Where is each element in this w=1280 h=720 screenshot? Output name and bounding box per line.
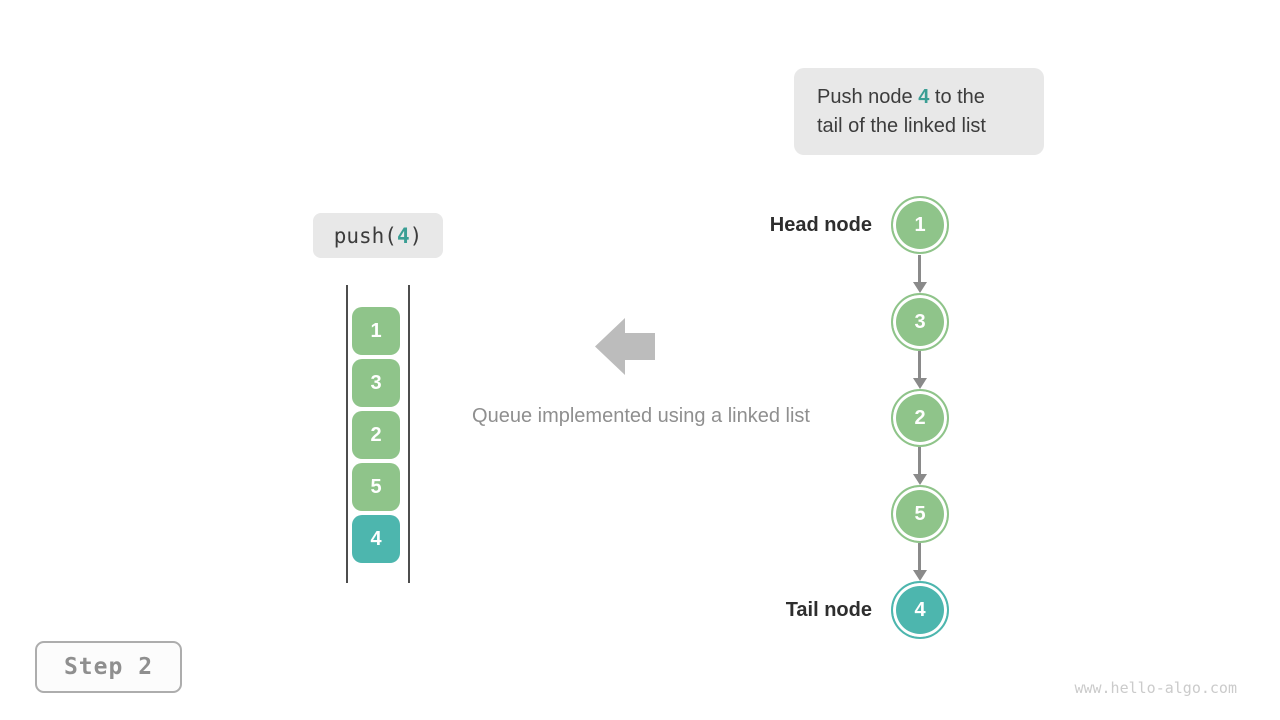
watermark-url: www.hello-algo.com xyxy=(1074,679,1237,697)
tail-node-label: Tail node xyxy=(785,599,872,621)
push-operation-label: push(4) xyxy=(313,213,443,258)
step-badge: Step 2 xyxy=(35,641,182,693)
linked-list-node: 3 xyxy=(891,293,949,351)
linked-list-node: 5 xyxy=(891,485,949,543)
head-node-label: Head node xyxy=(769,214,872,236)
callout-bubble: Push node 4 to the tail of the linked li… xyxy=(794,68,1044,155)
queue-column-right-wall xyxy=(408,285,410,583)
callout-text-line1-pre: Push node xyxy=(817,86,919,108)
push-label-post: ) xyxy=(409,223,423,248)
down-arrow-icon xyxy=(918,255,921,282)
queue-cell: 4 xyxy=(352,515,400,563)
callout-highlight-value: 4 xyxy=(918,86,930,108)
linked-list-node: 4 xyxy=(891,581,949,639)
down-arrowhead-icon xyxy=(912,378,927,389)
down-arrow-icon xyxy=(918,543,921,570)
down-arrowhead-icon xyxy=(912,570,927,581)
down-arrowhead-icon xyxy=(912,474,927,485)
left-arrow-icon xyxy=(595,318,655,375)
queue-cell: 5 xyxy=(352,463,400,511)
queue-cell: 3 xyxy=(352,359,400,407)
linked-list-node: 2 xyxy=(891,389,949,447)
linked-list-node: 1 xyxy=(891,196,949,254)
down-arrow-icon xyxy=(918,447,921,474)
callout-text-line2: tail of the linked list xyxy=(817,115,986,137)
push-label-value: 4 xyxy=(396,223,410,248)
callout-text-line1-post: to the xyxy=(929,86,985,108)
queue-column-left-wall xyxy=(346,285,348,583)
down-arrow-icon xyxy=(918,351,921,378)
queue-cell: 2 xyxy=(352,411,400,459)
down-arrowhead-icon xyxy=(912,282,927,293)
push-label-pre: push( xyxy=(333,223,397,248)
diagram-caption: Queue implemented using a linked list xyxy=(472,405,810,427)
queue-cell: 1 xyxy=(352,307,400,355)
